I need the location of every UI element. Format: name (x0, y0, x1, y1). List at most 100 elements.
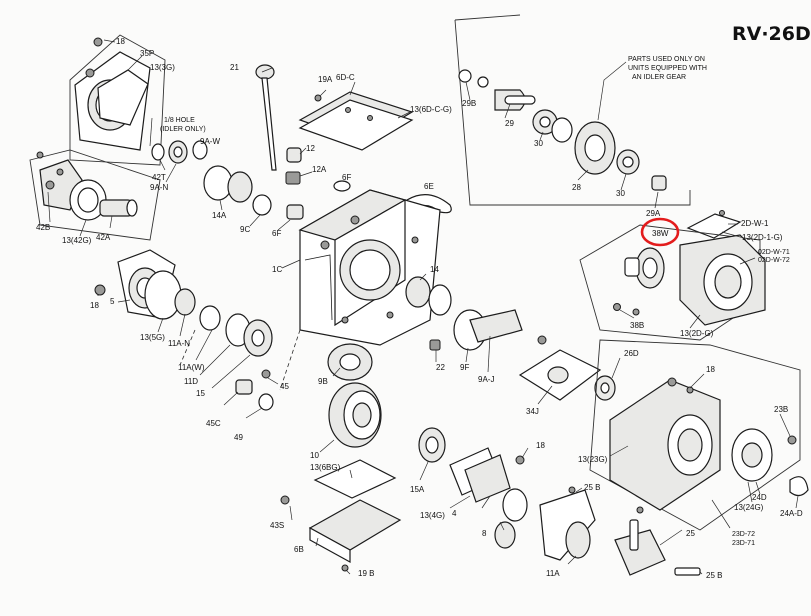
bolt-38b (613, 303, 621, 311)
label-13-5g: 13(5G) (140, 333, 165, 342)
shift-rod-21 (255, 64, 277, 171)
output-group-5 (94, 249, 221, 331)
label-43s: 43S (270, 521, 284, 530)
bearing-group-14a (203, 165, 304, 220)
label-28: 28 (572, 183, 581, 192)
label-11d: 11D (184, 377, 198, 386)
part-45c (235, 379, 253, 395)
bearing-14 (405, 276, 431, 308)
main-case-1c (279, 189, 441, 391)
label-11a: 11A (546, 569, 560, 578)
label-25b-top: 25 B (584, 483, 600, 492)
shaft-9aj (469, 309, 523, 343)
bearing-group-15 (179, 313, 273, 366)
label-29: 29 (505, 119, 514, 128)
part-12a (285, 171, 301, 185)
lower-bearing-group (418, 427, 528, 549)
output-shaft-11a (539, 486, 596, 561)
plate-2dw1 (686, 213, 742, 239)
bolt-23b (787, 435, 797, 445)
label-15a: 15A (410, 485, 425, 494)
label-13-2dg: 13(2D-G) (680, 329, 714, 338)
label-29b: 29B (462, 99, 476, 108)
top-cover-6dc (298, 91, 414, 151)
label-18-right: 18 (706, 365, 715, 374)
label-42b: 42B (36, 223, 50, 232)
gear-10 (328, 382, 382, 448)
coupling-34j (518, 335, 616, 401)
label-34j: 34J (526, 407, 539, 416)
label-19b: 19 B (358, 569, 374, 578)
label-42t: 42T (152, 173, 166, 182)
label-13-6dcg: 13(6D-C-G) (410, 105, 452, 114)
cover-plate-2d (686, 210, 742, 239)
idler-note-line-2: UNITS EQUIPPED WITH (628, 65, 707, 72)
leader-lines (47, 55, 799, 575)
gasket-13-6dcg (298, 99, 414, 151)
label-24d: 24D (752, 493, 767, 502)
diagram-title: RV·26D (732, 23, 811, 45)
label-1c: 1C (272, 265, 282, 274)
label-24ad: 24A-D (780, 509, 803, 518)
plug-45 (261, 369, 271, 379)
label-6e: 6E (424, 182, 434, 191)
part-42t (151, 143, 165, 161)
label-21: 21 (230, 63, 239, 72)
mainshaft-group (405, 276, 523, 351)
label-23d71: 23D-71 (732, 540, 755, 547)
label-6b: 6B (294, 545, 304, 554)
label-9c: 9C (240, 225, 250, 234)
label-30-left: 30 (534, 139, 543, 148)
bottom-cover-6b (280, 459, 402, 572)
gasket-13-3g (97, 69, 149, 126)
label-19a: 19A (318, 75, 333, 84)
shift-parts-45 (235, 369, 274, 411)
spacer-29a (651, 175, 667, 191)
idler-gear-note: PARTS USED ONLY ON UNITS EQUIPPED WITH A… (597, 56, 707, 121)
label-9aw: 9A-W (200, 137, 220, 146)
yoke-25 (614, 506, 701, 576)
gear-9b (327, 343, 373, 381)
label-18-lower: 18 (536, 441, 545, 450)
part-6f-top (333, 180, 351, 192)
label-6dc: 6D-C (336, 73, 355, 82)
label-13-3g: 13(3G) (150, 63, 175, 72)
label-13-6bg: 13(6BG) (310, 463, 341, 472)
part-labels: 18 35P 13(3G) 21 19A 6D-C 13(6D-C-G) 29B… (36, 37, 803, 580)
switch-49 (258, 393, 274, 411)
label-5: 5 (110, 297, 115, 306)
label-38b: 38B (630, 321, 644, 330)
label-29a: 29A (646, 209, 661, 218)
pto-housing-42 (29, 149, 161, 241)
idler-parts-frame (454, 14, 691, 206)
plug-6f (286, 204, 304, 220)
race-9a-w (192, 140, 208, 160)
label-26d: 26D (624, 349, 639, 358)
label-13-23g: 13(23G) (578, 455, 608, 464)
label-9an: 9A-N (150, 183, 168, 192)
label-25: 25 (686, 529, 695, 538)
bolt-43s (280, 495, 290, 505)
label-4: 4 (452, 509, 457, 518)
label-35p: 35P (140, 49, 154, 58)
label-02dw72: 02D-W-72 (758, 257, 790, 264)
idler-note-line-1: PARTS USED ONLY ON (628, 56, 705, 63)
part-24ad (789, 476, 809, 497)
bolt-18b (94, 284, 106, 296)
top-cover-group (69, 34, 166, 166)
seal-11an (174, 288, 196, 316)
label-12a: 12A (312, 165, 327, 174)
label-14a: 14A (212, 211, 227, 220)
label-11an: 11A-N (168, 339, 190, 348)
idler-gear-parts (458, 69, 667, 191)
hole-note-line-2: (IDLER ONLY) (160, 126, 206, 133)
label-13-42g: 13(42G) (62, 236, 92, 245)
label-6f-top: 6F (342, 173, 351, 182)
label-2dw1: 2D-W-1 (741, 219, 769, 228)
label-22: 22 (436, 363, 445, 372)
spacer-9c (252, 194, 272, 216)
label-6f: 6F (272, 229, 281, 238)
breather-19a (314, 94, 322, 102)
part-22 (429, 339, 441, 351)
